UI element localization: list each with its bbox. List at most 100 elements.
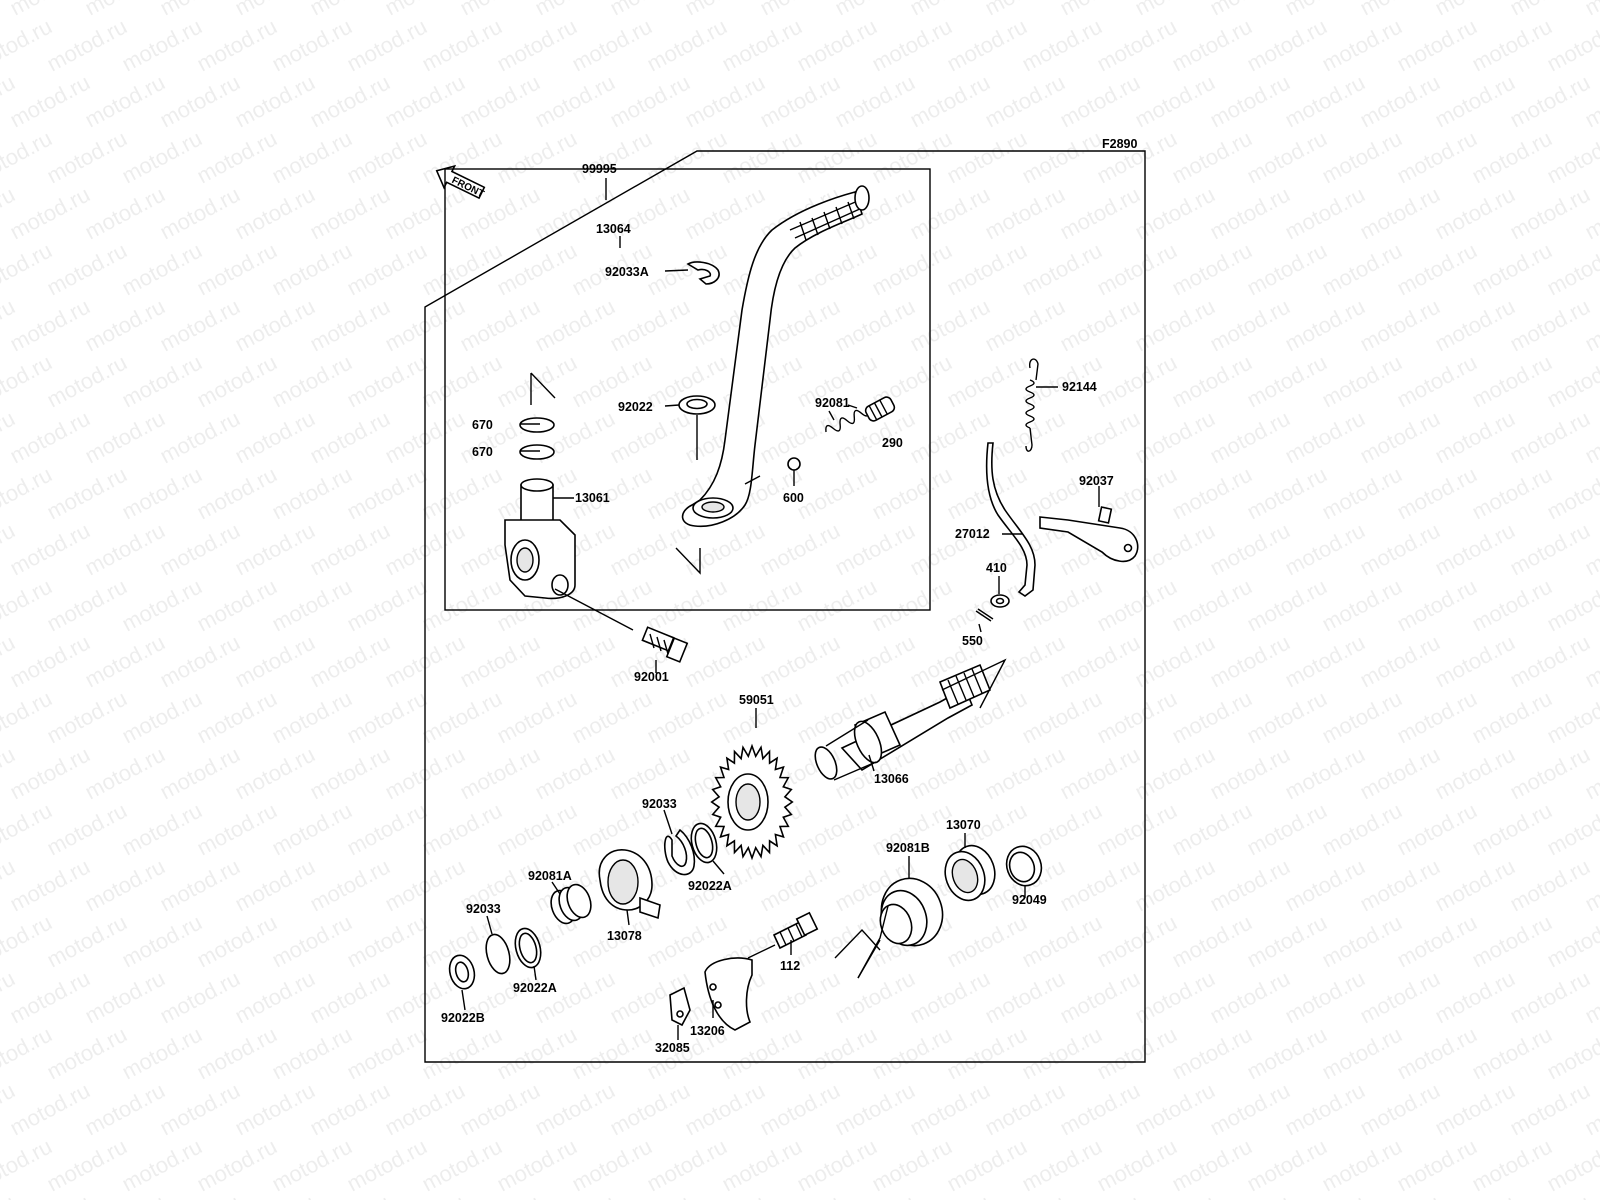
callout-92033a: 92033A bbox=[605, 265, 649, 279]
watermark-text: motod.ru bbox=[418, 574, 506, 637]
watermark-text: motod.ru bbox=[793, 574, 881, 637]
watermark-text: motod.ru bbox=[118, 350, 206, 413]
watermark-text: motod.ru bbox=[193, 14, 281, 77]
lever-92037 bbox=[1039, 506, 1139, 563]
watermark-text: motod.ru bbox=[493, 1022, 581, 1085]
watermark-text: motod.ru bbox=[756, 518, 844, 581]
watermark-text: motod.ru bbox=[43, 238, 131, 301]
stopper-13206 bbox=[704, 957, 753, 1031]
watermark-text: motod.ru bbox=[981, 294, 1069, 357]
watermark-text: motod.ru bbox=[681, 518, 769, 581]
watermark-text: motod.ru bbox=[1506, 966, 1594, 1029]
watermark-text: motod.ru bbox=[1131, 0, 1219, 20]
watermark-text: motod.ru bbox=[906, 742, 994, 805]
watermark-text: motod.ru bbox=[6, 742, 94, 805]
watermark-text: motod.ru bbox=[231, 966, 319, 1029]
watermark-text: motod.ru bbox=[1018, 686, 1106, 749]
watermark-text: motod.ru bbox=[793, 14, 881, 77]
watermark-text: motod.ru bbox=[81, 70, 169, 133]
watermark-text: motod.ru bbox=[1318, 14, 1406, 77]
watermark-text: motod.ru bbox=[868, 1134, 956, 1197]
watermark-text: motod.ru bbox=[1018, 14, 1106, 77]
watermark-text: motod.ru bbox=[906, 0, 994, 20]
watermark-text: motod.ru bbox=[193, 574, 281, 637]
watermark-text: motod.ru bbox=[1318, 1134, 1406, 1197]
watermark-text: motod.ru bbox=[156, 70, 244, 133]
watermark-text: motod.ru bbox=[1131, 854, 1219, 917]
watermark-text: motod.ru bbox=[1281, 854, 1369, 917]
watermark-text: motod.ru bbox=[231, 854, 319, 917]
watermark-text: motod.ru bbox=[231, 0, 319, 20]
callout-92022: 92022 bbox=[618, 400, 653, 414]
watermark-text: motod.ru bbox=[231, 518, 319, 581]
watermark-text: motod.ru bbox=[943, 350, 1031, 413]
watermark-text: motod.ru bbox=[81, 0, 169, 20]
watermark-text: motod.ru bbox=[1206, 1078, 1294, 1141]
watermark-text: motod.ru bbox=[193, 1022, 281, 1085]
watermark-text: motod.ru bbox=[1131, 518, 1219, 581]
watermark-text: motod.ru bbox=[1393, 1022, 1481, 1085]
watermark-text: motod.ru bbox=[1356, 966, 1444, 1029]
watermark-text: motod.ru bbox=[1018, 1134, 1106, 1197]
watermark-text: motod.ru bbox=[0, 350, 56, 413]
watermark-text: motod.ru bbox=[868, 574, 956, 637]
watermark-text: motod.ru bbox=[6, 518, 94, 581]
watermark-text: motod.ru bbox=[343, 798, 431, 861]
watermark-text: motod.ru bbox=[1318, 238, 1406, 301]
watermark-text: motod.ru bbox=[1018, 126, 1106, 189]
watermark-text: motod.ru bbox=[1168, 1022, 1256, 1085]
watermark-text: motod.ru bbox=[343, 574, 431, 637]
watermark-text: motod.ru bbox=[81, 854, 169, 917]
watermark-text: motod.ru bbox=[156, 518, 244, 581]
watermark-text: motod.ru bbox=[1206, 70, 1294, 133]
watermark-text: motod.ru bbox=[1131, 294, 1219, 357]
watermark-text: motod.ru bbox=[6, 406, 94, 469]
watermark-text: motod.ru bbox=[1356, 630, 1444, 693]
watermark-text: motod.ru bbox=[1393, 574, 1481, 637]
watermark-text: motod.ru bbox=[43, 798, 131, 861]
watermark-text: motod.ru bbox=[231, 1078, 319, 1141]
watermark-text: motod.ru bbox=[418, 1134, 506, 1197]
watermark-text: motod.ru bbox=[756, 630, 844, 693]
watermark-text: motod.ru bbox=[43, 574, 131, 637]
watermark-text: motod.ru bbox=[156, 966, 244, 1029]
watermark-text: motod.ru bbox=[381, 1190, 469, 1200]
washer-92022a-lower bbox=[514, 927, 542, 969]
watermark-text: motod.ru bbox=[1018, 910, 1106, 973]
watermark-text: motod.ru bbox=[1431, 630, 1519, 693]
watermark-text: motod.ru bbox=[118, 798, 206, 861]
watermark-text: motod.ru bbox=[681, 1190, 769, 1200]
watermark-text: motod.ru bbox=[381, 182, 469, 245]
watermark-text: motod.ru bbox=[1543, 798, 1600, 861]
watermark-text: motod.ru bbox=[1093, 910, 1181, 973]
watermark-text: motod.ru bbox=[268, 686, 356, 749]
watermark-text: motod.ru bbox=[81, 182, 169, 245]
watermark-text: motod.ru bbox=[156, 406, 244, 469]
watermark-text: motod.ru bbox=[1393, 910, 1481, 973]
watermark-text: motod.ru bbox=[1131, 182, 1219, 245]
watermark-text: motod.ru bbox=[981, 0, 1069, 20]
watermark-text: motod.ru bbox=[6, 630, 94, 693]
watermark-text: motod.ru bbox=[418, 14, 506, 77]
watermark-text: motod.ru bbox=[456, 630, 544, 693]
watermark-text: motod.ru bbox=[0, 126, 56, 189]
watermark-text: motod.ru bbox=[981, 1190, 1069, 1200]
diagram-ref-code: F2890 bbox=[1102, 137, 1137, 151]
watermark-text: motod.ru bbox=[43, 686, 131, 749]
callout-92144: 92144 bbox=[1062, 380, 1097, 394]
watermark-text: motod.ru bbox=[1318, 574, 1406, 637]
watermark-text: motod.ru bbox=[531, 742, 619, 805]
callout-13066: 13066 bbox=[874, 772, 909, 786]
watermark-text: motod.ru bbox=[943, 1134, 1031, 1197]
callout-32085: 32085 bbox=[655, 1041, 690, 1055]
callout-670-upper: 670 bbox=[472, 418, 493, 432]
watermark-text: motod.ru bbox=[118, 1134, 206, 1197]
callout-13070: 13070 bbox=[946, 818, 981, 832]
callout-13061: 13061 bbox=[575, 491, 610, 505]
watermark-text: motod.ru bbox=[343, 126, 431, 189]
watermark-text: motod.ru bbox=[1168, 14, 1256, 77]
watermark-text: motod.ru bbox=[906, 1078, 994, 1141]
watermark-text: motod.ru bbox=[1318, 798, 1406, 861]
watermark-text: motod.ru bbox=[456, 742, 544, 805]
watermark-text: motod.ru bbox=[193, 238, 281, 301]
